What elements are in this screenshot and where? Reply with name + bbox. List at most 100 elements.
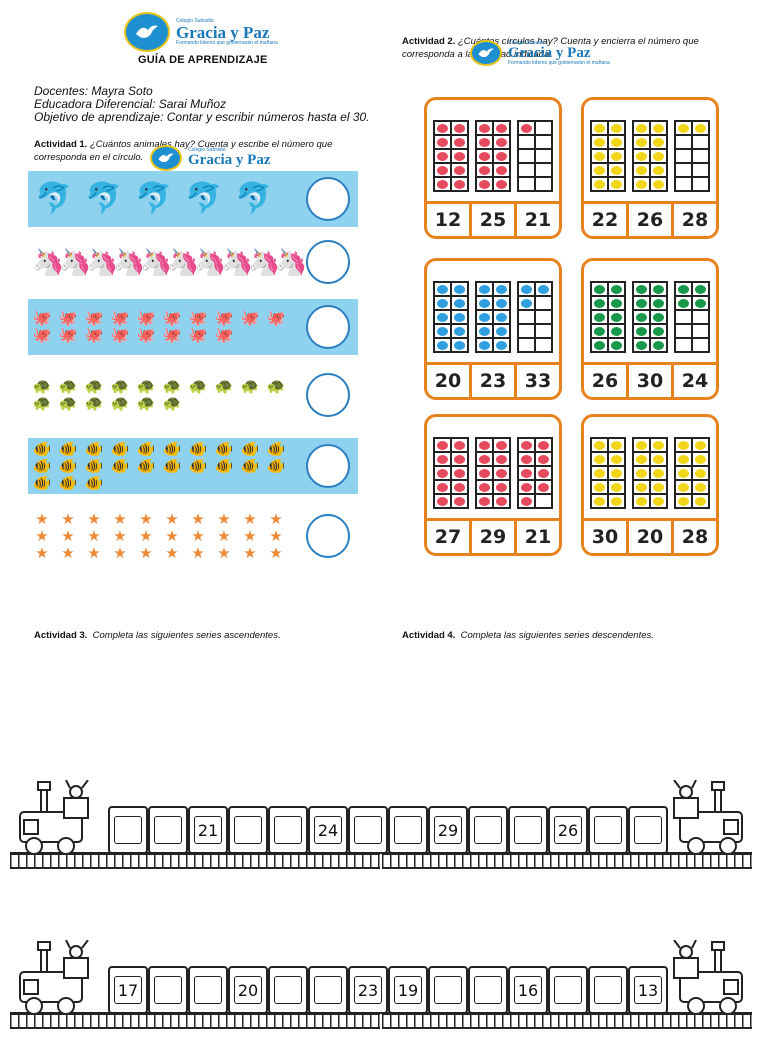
counter-dot xyxy=(594,440,605,450)
answer-option[interactable]: 20 xyxy=(434,370,462,392)
frame-cell xyxy=(493,452,510,466)
answer-circle[interactable] xyxy=(306,514,350,558)
wagon[interactable] xyxy=(108,806,148,854)
wagon[interactable] xyxy=(388,806,428,854)
answer-option[interactable]: 28 xyxy=(671,521,716,553)
frame-cell xyxy=(608,163,625,177)
seahorse-icon: 🦄 xyxy=(113,247,146,277)
frame-cell xyxy=(535,135,552,149)
starfish-icon: ★ xyxy=(217,527,231,545)
frame-cell xyxy=(451,282,468,296)
wagon[interactable] xyxy=(588,966,628,1014)
wagon[interactable]: 29 xyxy=(428,806,468,854)
wagon[interactable] xyxy=(148,806,188,854)
animal-row-seahorse: 🦄🦄🦄🦄🦄🦄🦄🦄🦄🦄 xyxy=(28,234,358,290)
wagon[interactable] xyxy=(308,966,348,1014)
answer-option[interactable]: 21 xyxy=(514,204,559,236)
answer-option[interactable]: 26 xyxy=(626,204,671,236)
starfish-icon: ★ xyxy=(269,510,283,528)
answer-circle[interactable] xyxy=(306,177,350,221)
wagon[interactable] xyxy=(548,966,588,1014)
answer-option[interactable]: 27 xyxy=(434,526,462,548)
wagon[interactable]: 16 xyxy=(508,966,548,1014)
answer-option[interactable]: 12 xyxy=(434,209,462,231)
counter-dot xyxy=(636,165,647,175)
answer-option[interactable]: 30 xyxy=(626,365,671,397)
wagon[interactable]: 24 xyxy=(308,806,348,854)
starfish-icon: ★ xyxy=(61,527,75,545)
counter-dot xyxy=(636,440,647,450)
counter-dot xyxy=(437,326,448,336)
frame-cell xyxy=(591,494,608,508)
wagon[interactable] xyxy=(428,966,468,1014)
wagon[interactable]: 13 xyxy=(628,966,668,1014)
wagon[interactable] xyxy=(228,806,268,854)
wagon[interactable]: 19 xyxy=(388,966,428,1014)
wagon[interactable]: 21 xyxy=(188,806,228,854)
fish-icon: 🐠 xyxy=(58,457,78,475)
answer-circle[interactable] xyxy=(306,240,350,284)
frame-cell xyxy=(608,438,625,452)
turtle-icon: 🐢 xyxy=(240,378,260,395)
ten-frame xyxy=(632,437,668,509)
answer-option[interactable]: 28 xyxy=(671,204,716,236)
wagon[interactable]: 23 xyxy=(348,966,388,1014)
wagon[interactable] xyxy=(348,806,388,854)
counter-dot xyxy=(538,284,549,294)
answer-option[interactable]: 23 xyxy=(469,365,514,397)
activity1-heading: Actividad 1. ¿Cuántos animales hay? Cuen… xyxy=(34,138,364,164)
wagon[interactable] xyxy=(148,966,188,1014)
frame-cell xyxy=(591,177,608,191)
frame-cell xyxy=(535,338,552,352)
answer-option[interactable]: 30 xyxy=(591,526,619,548)
wagon[interactable]: 20 xyxy=(228,966,268,1014)
starfish-icon: ★ xyxy=(191,527,205,545)
frame-cell xyxy=(518,338,535,352)
wagon[interactable] xyxy=(628,806,668,854)
ten-frame xyxy=(632,120,668,192)
wagon[interactable] xyxy=(188,966,228,1014)
answer-option[interactable]: 29 xyxy=(469,521,514,553)
educator-line: Educadora Diferencial: Sarai Muñoz xyxy=(34,97,227,111)
frame-cell xyxy=(633,149,650,163)
answer-option[interactable]: 26 xyxy=(591,370,619,392)
animal-row-starfish: ★★★★★★★★★★★★★★★★★★★★★★★★★★★★★★ xyxy=(28,508,358,564)
wagon[interactable] xyxy=(468,806,508,854)
wagon[interactable] xyxy=(268,806,308,854)
counter-dot xyxy=(521,496,532,506)
counter-dot xyxy=(454,298,465,308)
wagon[interactable]: 17 xyxy=(108,966,148,1014)
dolphin-icon: 🐬 xyxy=(235,182,273,215)
frame-cell xyxy=(633,135,650,149)
answer-circle[interactable] xyxy=(306,444,350,488)
wagon[interactable] xyxy=(268,966,308,1014)
frame-cell xyxy=(650,135,667,149)
answer-option[interactable]: 24 xyxy=(671,365,716,397)
frame-cell xyxy=(451,452,468,466)
frame-cell xyxy=(451,494,468,508)
wagon[interactable] xyxy=(588,806,628,854)
starfish-icon: ★ xyxy=(191,510,205,528)
wagon-number: 19 xyxy=(394,976,422,1004)
counter-dot xyxy=(594,165,605,175)
counter-dot xyxy=(695,123,706,133)
wagon[interactable] xyxy=(508,806,548,854)
frame-cell xyxy=(518,324,535,338)
activity3-heading: Actividad 3. Completa las siguientes ser… xyxy=(34,629,281,642)
starfish-icon: ★ xyxy=(139,527,153,545)
answer-option[interactable]: 21 xyxy=(514,521,559,553)
dove-icon xyxy=(470,40,502,66)
answer-option[interactable]: 22 xyxy=(591,209,619,231)
answer-option[interactable]: 25 xyxy=(469,204,514,236)
answer-circle[interactable] xyxy=(306,373,350,417)
answer-circle[interactable] xyxy=(306,305,350,349)
wagon[interactable]: 26 xyxy=(548,806,588,854)
answer-option[interactable]: 20 xyxy=(626,521,671,553)
frame-cell xyxy=(675,338,692,352)
ten-frames xyxy=(433,281,553,353)
frame-cell xyxy=(434,282,451,296)
answer-option[interactable]: 33 xyxy=(514,365,559,397)
frame-cell xyxy=(608,135,625,149)
wagon[interactable] xyxy=(468,966,508,1014)
